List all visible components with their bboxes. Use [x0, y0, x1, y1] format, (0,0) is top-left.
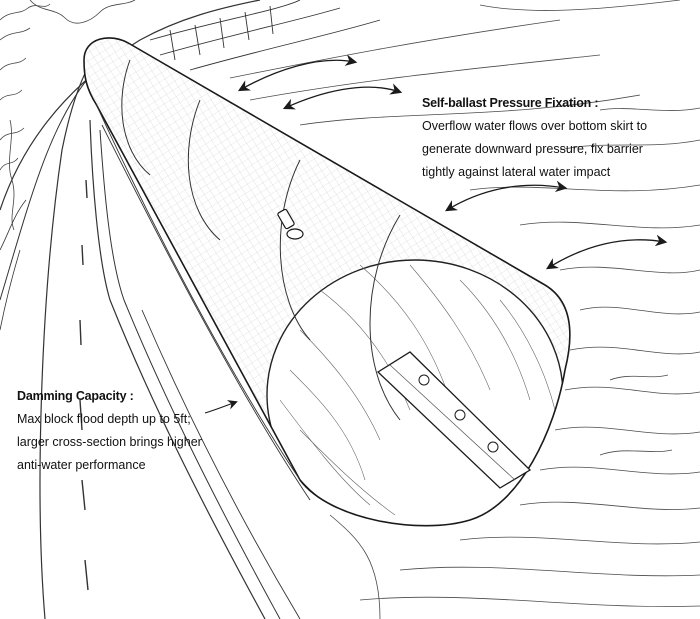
mounting-plate [376, 351, 532, 489]
water-surface [229, 0, 700, 619]
bottom-skirt [95, 103, 311, 501]
callout-title: Damming Capacity : [17, 389, 134, 403]
callout-self-ballast: Self-ballast Pressure Fixation : Overflo… [422, 92, 647, 184]
bolt-icon [418, 374, 499, 453]
tube-seams [121, 59, 401, 421]
callout-line: anti-water performance [17, 458, 146, 472]
valve-icon [277, 208, 304, 240]
callout-line: generate downward pressure, fix barrier [422, 142, 643, 156]
callout-line: Overflow water flows over bottom skirt t… [422, 119, 648, 133]
callout-damming-capacity: Damming Capacity : Max block flood depth… [17, 385, 202, 477]
callout-title: Self-ballast Pressure Fixation : [422, 96, 599, 110]
trees [0, 0, 136, 231]
retaining-wall [149, 0, 381, 71]
callout-line: larger cross-section brings higher [17, 435, 202, 449]
leader-line [204, 400, 238, 414]
callout-line: Max block flood depth up to 5ft; [17, 412, 191, 426]
double-arrow-icon [237, 54, 668, 270]
callout-line: tightly against lateral water impact [422, 165, 611, 179]
